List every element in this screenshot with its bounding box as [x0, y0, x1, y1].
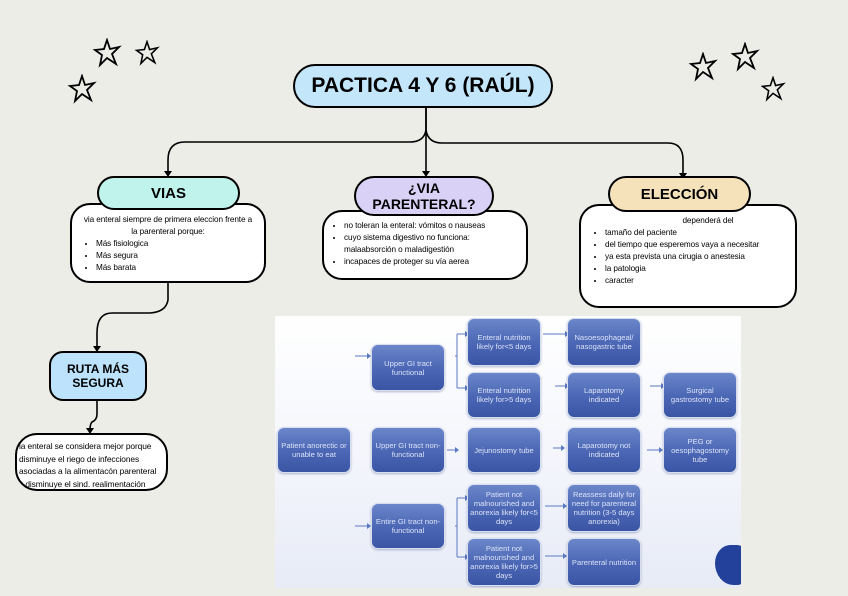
ruta-note-line: y disminuye el sind. realimentación: [19, 478, 146, 489]
star-icon: [760, 75, 786, 102]
vias-list: Más fisiologica Más segura Más barata: [80, 238, 256, 274]
star-icon: [688, 51, 718, 82]
eleccion-intro: dependerá del: [682, 216, 734, 225]
ruta-node: RUTA MÁS SEGURA: [49, 351, 147, 401]
eleccion-node: ELECCIÓN: [608, 176, 751, 212]
flow-box-upper-functional: Upper GI tract functional: [371, 344, 445, 391]
flow-box-nasoesophageal: Nasoesophageal/ nasogastric tube: [567, 318, 641, 366]
flow-box-laparotomy-indicated: Laparotomy indicated: [567, 372, 641, 418]
connector-vias-to-ruta: [96, 283, 169, 349]
flow-box-laparotomy-not-indicated: Laparotomy not indicated: [567, 427, 641, 473]
flow-box-reassess: Reassess daily for need for parenteral n…: [567, 484, 641, 532]
eleccion-label: ELECCIÓN: [640, 185, 719, 203]
list-item: caracter: [605, 275, 787, 287]
ruta-note: la enteral se considera mejor porque dis…: [15, 433, 168, 491]
list-item: la patologia: [605, 263, 787, 275]
ruta-label-line2: SEGURA: [72, 376, 124, 390]
star-icon: [134, 39, 160, 66]
flow-box-enteral-lt5: Enteral nutrition likely for<5 days: [467, 318, 541, 366]
parenteral-note: no toleran la enteral: vómitos o nauseas…: [322, 210, 528, 280]
parenteral-node: ¿VIA PARENTERAL?: [354, 176, 494, 216]
vias-node: VIAS: [97, 176, 240, 210]
flowchart-connectors: [355, 331, 665, 560]
list-item: Más barata: [96, 262, 256, 274]
vias-note: via enteral siempre de primera eleccion …: [70, 203, 266, 283]
ruta-note-line: la enteral se considera mejor porque: [19, 441, 152, 451]
list-item: Más fisiologica: [96, 238, 256, 250]
flow-box-start: Patient anorectic or unable to eat: [277, 427, 351, 473]
list-item: no toleran la enteral: vómitos o nauseas: [344, 220, 518, 232]
flow-box-not-malnourished-gt5: Patient not malnourished and anorexia li…: [467, 538, 541, 586]
vias-label: VIAS: [150, 184, 186, 202]
list-item: del tiempo que esperemos vaya a necesita…: [605, 239, 787, 251]
star-icon: [67, 73, 97, 104]
flow-box-peg: PEG or oesophagostomy tube: [663, 427, 737, 473]
list-item: cuyo sistema digestivo no funciona: mala…: [344, 232, 518, 256]
eleccion-note: dependerá del tamaño del paciente del ti…: [579, 204, 797, 308]
star-icon: [92, 37, 122, 68]
decorative-blob: [715, 545, 741, 585]
flow-box-enteral-gt5: Enteral nutrition likely for>5 days: [467, 372, 541, 418]
list-item: tamaño del paciente: [605, 227, 787, 239]
flow-box-surgical-gastrostomy: Surgical gastrostomy tube: [663, 372, 737, 418]
parenteral-label-line1: ¿VIA: [408, 180, 440, 196]
eleccion-list: tamaño del paciente del tiempo que esper…: [589, 227, 787, 287]
flow-box-not-malnourished-lt5: Patient not malnourished and anorexia li…: [467, 484, 541, 532]
ruta-note-line: asociadas a la alimentacón parenteral: [19, 466, 157, 476]
ruta-note-line: disminuye el riego de infecciones: [19, 453, 140, 464]
connector-ruta-to-note: [89, 401, 98, 431]
flow-box-upper-nonfunctional: Upper GI tract non-functional: [371, 427, 445, 473]
connector-title-to-eleccion: [425, 129, 684, 176]
star-icon: [730, 41, 760, 72]
flow-box-jejunostomy: Jejunostomy tube: [467, 427, 541, 473]
connector-title-to-vias: [167, 108, 427, 174]
flow-box-parenteral: Parenteral nutrition: [567, 538, 641, 586]
ruta-label-line1: RUTA MÁS: [67, 362, 129, 376]
parenteral-label-line2: PARENTERAL?: [372, 196, 476, 212]
list-item: ya esta prevista una cirugia o anestesia: [605, 251, 787, 263]
parenteral-list: no toleran la enteral: vómitos o nauseas…: [330, 220, 518, 268]
title-text: PACTICA 4 Y 6 (RAÚL): [311, 74, 535, 97]
flow-box-entire-nonfunctional: Entire GI tract non-functional: [371, 503, 445, 549]
list-item: incapaces de proteger su vía aerea: [344, 256, 518, 268]
page-title: PACTICA 4 Y 6 (RAÚL): [293, 64, 553, 108]
list-item: Más segura: [96, 250, 256, 262]
vias-intro: via enteral siempre de primera eleccion …: [83, 215, 253, 236]
nutrition-flowchart-image: Upper GI tract functional Enteral nutrit…: [275, 316, 741, 588]
